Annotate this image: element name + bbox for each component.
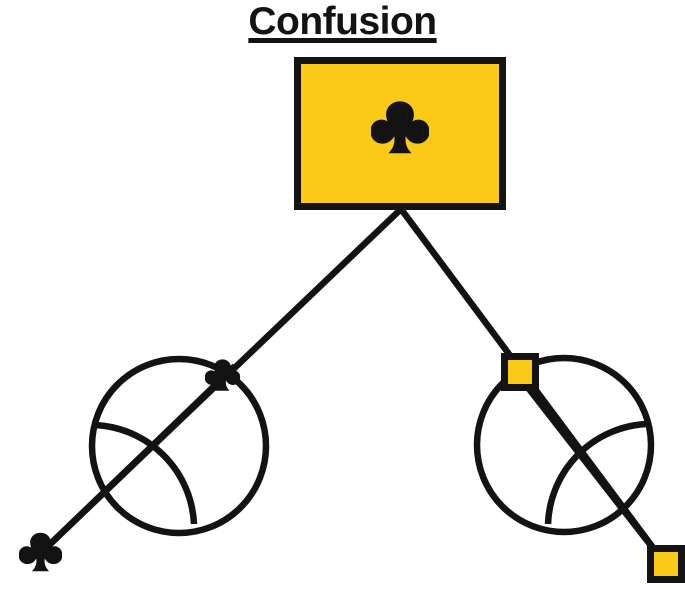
- edges-layer: [42, 206, 666, 563]
- root-card[interactable]: [294, 57, 506, 210]
- edge-left-line-overlay: [42, 363, 238, 552]
- square-terminal[interactable]: [647, 545, 685, 583]
- right-branch-circle: [473, 354, 655, 536]
- left-branch-node[interactable]: [88, 355, 270, 537]
- root-card-rect: [294, 57, 506, 210]
- square-marker-on-circle[interactable]: [501, 353, 539, 391]
- edges-overlay-layer: [42, 360, 666, 563]
- page-title: Confusion: [248, 0, 437, 43]
- left-branch-circle: [88, 355, 270, 537]
- square-terminal-rect: [647, 545, 685, 583]
- square-marker-rect: [501, 353, 539, 391]
- left-branch-inner-arc: [94, 421, 198, 525]
- edge-right-line-overlay: [505, 360, 666, 563]
